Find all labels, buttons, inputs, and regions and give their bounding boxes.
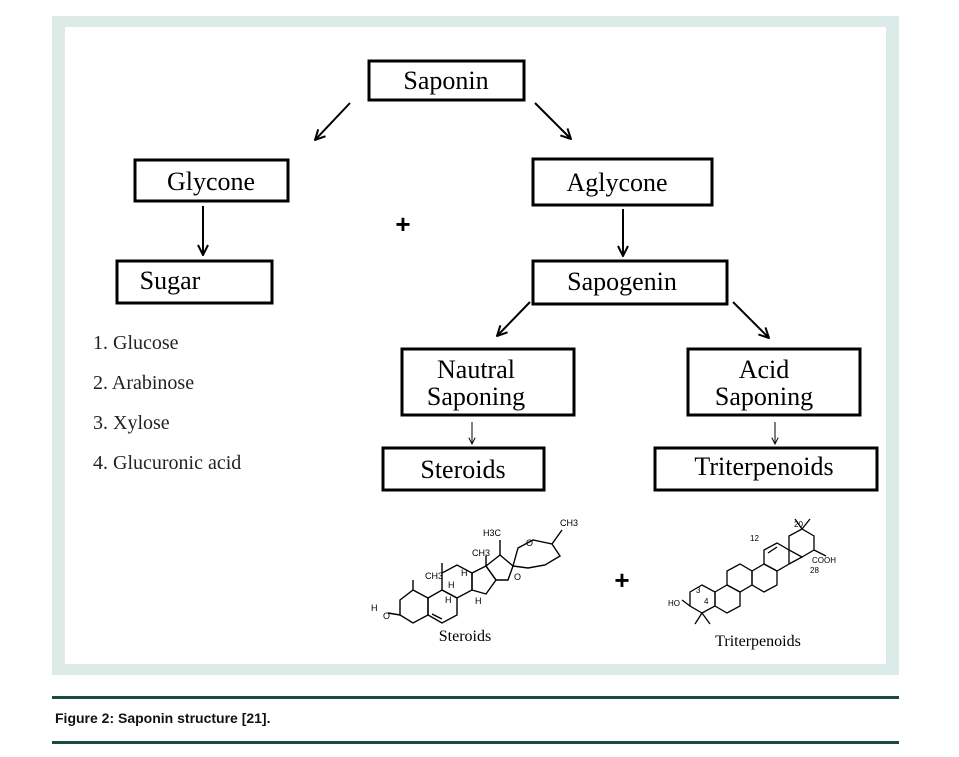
figure-caption: Figure 2: Saponin structure [21]. (55, 710, 271, 726)
node-acid-label-2: Saponing (715, 382, 813, 411)
steroid-label-h1: H (448, 580, 455, 590)
triterpenoid-caption: Triterpenoids (715, 633, 801, 650)
node-aglycone-label: Aglycone (566, 168, 667, 197)
plus-sign-bottom: + (614, 565, 629, 595)
steroid-atom-labels: H3C CH3 CH3 CH3 O O H H H H H O (371, 518, 578, 621)
tri-label-20: 20 (794, 520, 803, 529)
steroid-label-ho-h: H (371, 603, 378, 613)
tri-label-4: 4 (704, 597, 709, 606)
steroid-structure (387, 529, 563, 624)
tri-label-12: 12 (750, 534, 759, 543)
steroid-label-h4: H (475, 596, 482, 606)
node-sapogenin-label: Sapogenin (567, 267, 677, 296)
steroid-label-h3: H (445, 595, 452, 605)
steroid-label-ch3-low: CH3 (425, 571, 443, 581)
node-steroids-label: Steroids (420, 455, 505, 484)
arrow-sapogenin-nautral (497, 301, 531, 336)
plus-sign-top: + (395, 209, 410, 239)
node-nautral-label-1: Nautral (437, 355, 515, 384)
node-acid-label-1: Acid (739, 355, 790, 384)
steroid-label-ch3-top: CH3 (560, 518, 578, 528)
arrow-saponin-glycone (315, 102, 351, 140)
node-nautral-label-2: Saponing (427, 382, 525, 411)
caption-bottom-rule (52, 741, 899, 744)
sugar-item-2: 2. Arabinose (93, 372, 195, 394)
node-saponin: Saponin (367, 59, 526, 102)
tri-label-28: 28 (810, 566, 819, 575)
caption-top-rule (52, 696, 899, 699)
steroid-label-o1: O (526, 538, 533, 548)
sugar-item-4: 4. Glucuronic acid (93, 452, 242, 474)
node-aglycone: Aglycone (531, 157, 714, 207)
steroid-label-h2: H (461, 568, 468, 578)
triterpenoid-structure (681, 518, 827, 625)
node-nautral-saponing: Nautral Saponing (400, 347, 576, 417)
steroid-label-o2: O (514, 572, 521, 582)
node-triterpenoids: Triterpenoids (653, 446, 879, 492)
node-acid-saponing: Acid Saponing (686, 347, 862, 417)
arrow-saponin-aglycone (534, 102, 571, 139)
sugar-item-1: 1. Glucose (93, 332, 179, 354)
node-glycone-label: Glycone (167, 167, 255, 196)
triterpenoid-atom-labels: 20 12 COOH 28 3 4 HO (668, 520, 836, 608)
tri-label-cooh: COOH (812, 556, 836, 565)
figure-panel (65, 27, 886, 664)
node-steroids: Steroids (381, 446, 546, 492)
node-sugar-label: Sugar (140, 266, 201, 295)
node-glycone: Glycone (133, 158, 290, 203)
arrow-sapogenin-acid (732, 301, 769, 338)
steroid-label-ch3-mid: CH3 (472, 548, 490, 558)
steroid-label-h3c: H3C (483, 528, 502, 538)
node-saponin-label: Saponin (403, 66, 488, 95)
sugar-list: 1. Glucose 2. Arabinose 3. Xylose 4. Glu… (93, 330, 241, 490)
node-triterpenoids-label: Triterpenoids (694, 452, 833, 481)
tri-label-3: 3 (696, 586, 701, 595)
node-sugar: Sugar (115, 259, 274, 305)
tri-label-ho: HO (668, 599, 680, 608)
node-sapogenin: Sapogenin (531, 259, 729, 306)
steroid-caption: Steroids (439, 628, 491, 645)
steroid-label-ho-o: O (383, 611, 390, 621)
sugar-item-3: 3. Xylose (93, 412, 170, 434)
